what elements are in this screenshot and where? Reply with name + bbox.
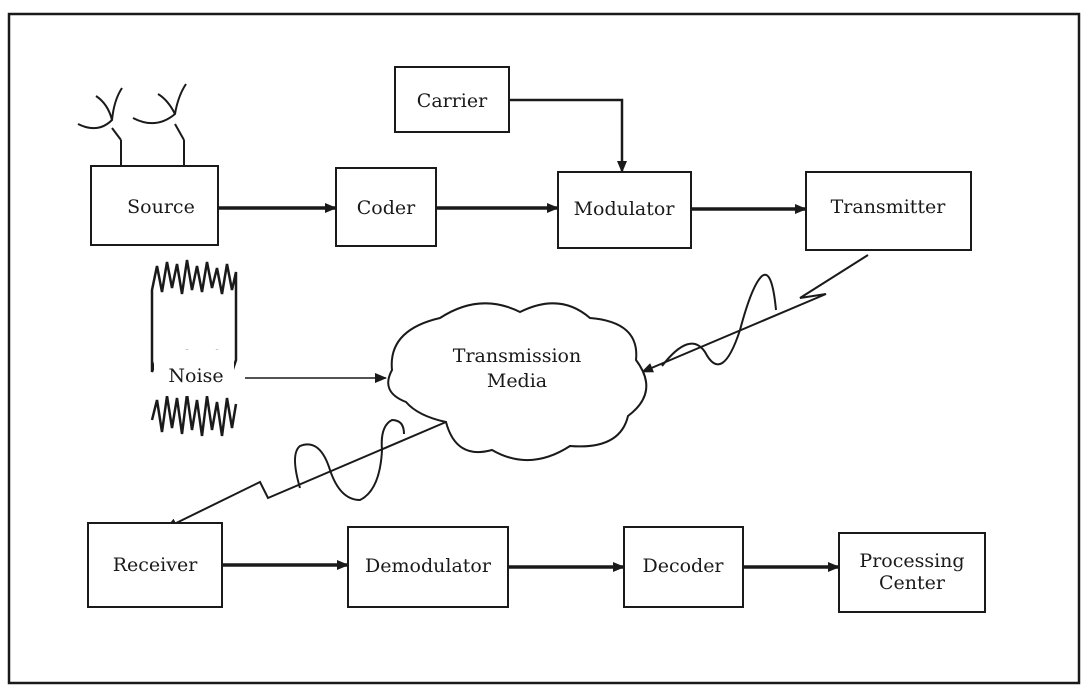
received-signal-path (165, 421, 447, 529)
transmission-media-cloud: Transmission Media (387, 302, 648, 461)
carrier-label: Carrier (417, 90, 488, 112)
transmitted-wave-icon (661, 273, 777, 367)
decoder-label: Decoder (642, 555, 724, 577)
carrier-to-modulator-arrow (509, 98, 627, 173)
decoder-block: Decoder (623, 526, 744, 608)
antenna-icon (77, 83, 187, 166)
noise-block: Noise (150, 259, 238, 437)
coder-block: Coder (335, 167, 437, 247)
carrier-block: Carrier (394, 66, 510, 133)
received-wave-icon (294, 418, 405, 502)
receiver-label: Receiver (113, 554, 198, 576)
source-label: Source (127, 196, 195, 218)
processing-label-line2: Center (879, 572, 946, 594)
diagram-frame (7, 12, 1081, 685)
modulator-label: Modulator (574, 198, 676, 220)
noise-label: Noise (168, 365, 223, 387)
demodulator-block: Demodulator (347, 526, 509, 608)
demodulator-label: Demodulator (365, 555, 492, 577)
transmitter-signal-path (641, 254, 869, 373)
receiver-block: Receiver (87, 522, 223, 608)
media-label-line2: Media (487, 370, 547, 392)
modulator-block: Modulator (557, 171, 692, 249)
processing-label-line1: Processing (859, 550, 964, 572)
source-block: Source (90, 165, 219, 246)
coder-label: Coder (357, 197, 416, 219)
transmitter-block: Transmitter (805, 171, 972, 251)
processing-center-block: Processing Center (838, 532, 986, 613)
media-label-line1: Transmission (453, 345, 581, 367)
transmitter-label: Transmitter (831, 196, 947, 218)
